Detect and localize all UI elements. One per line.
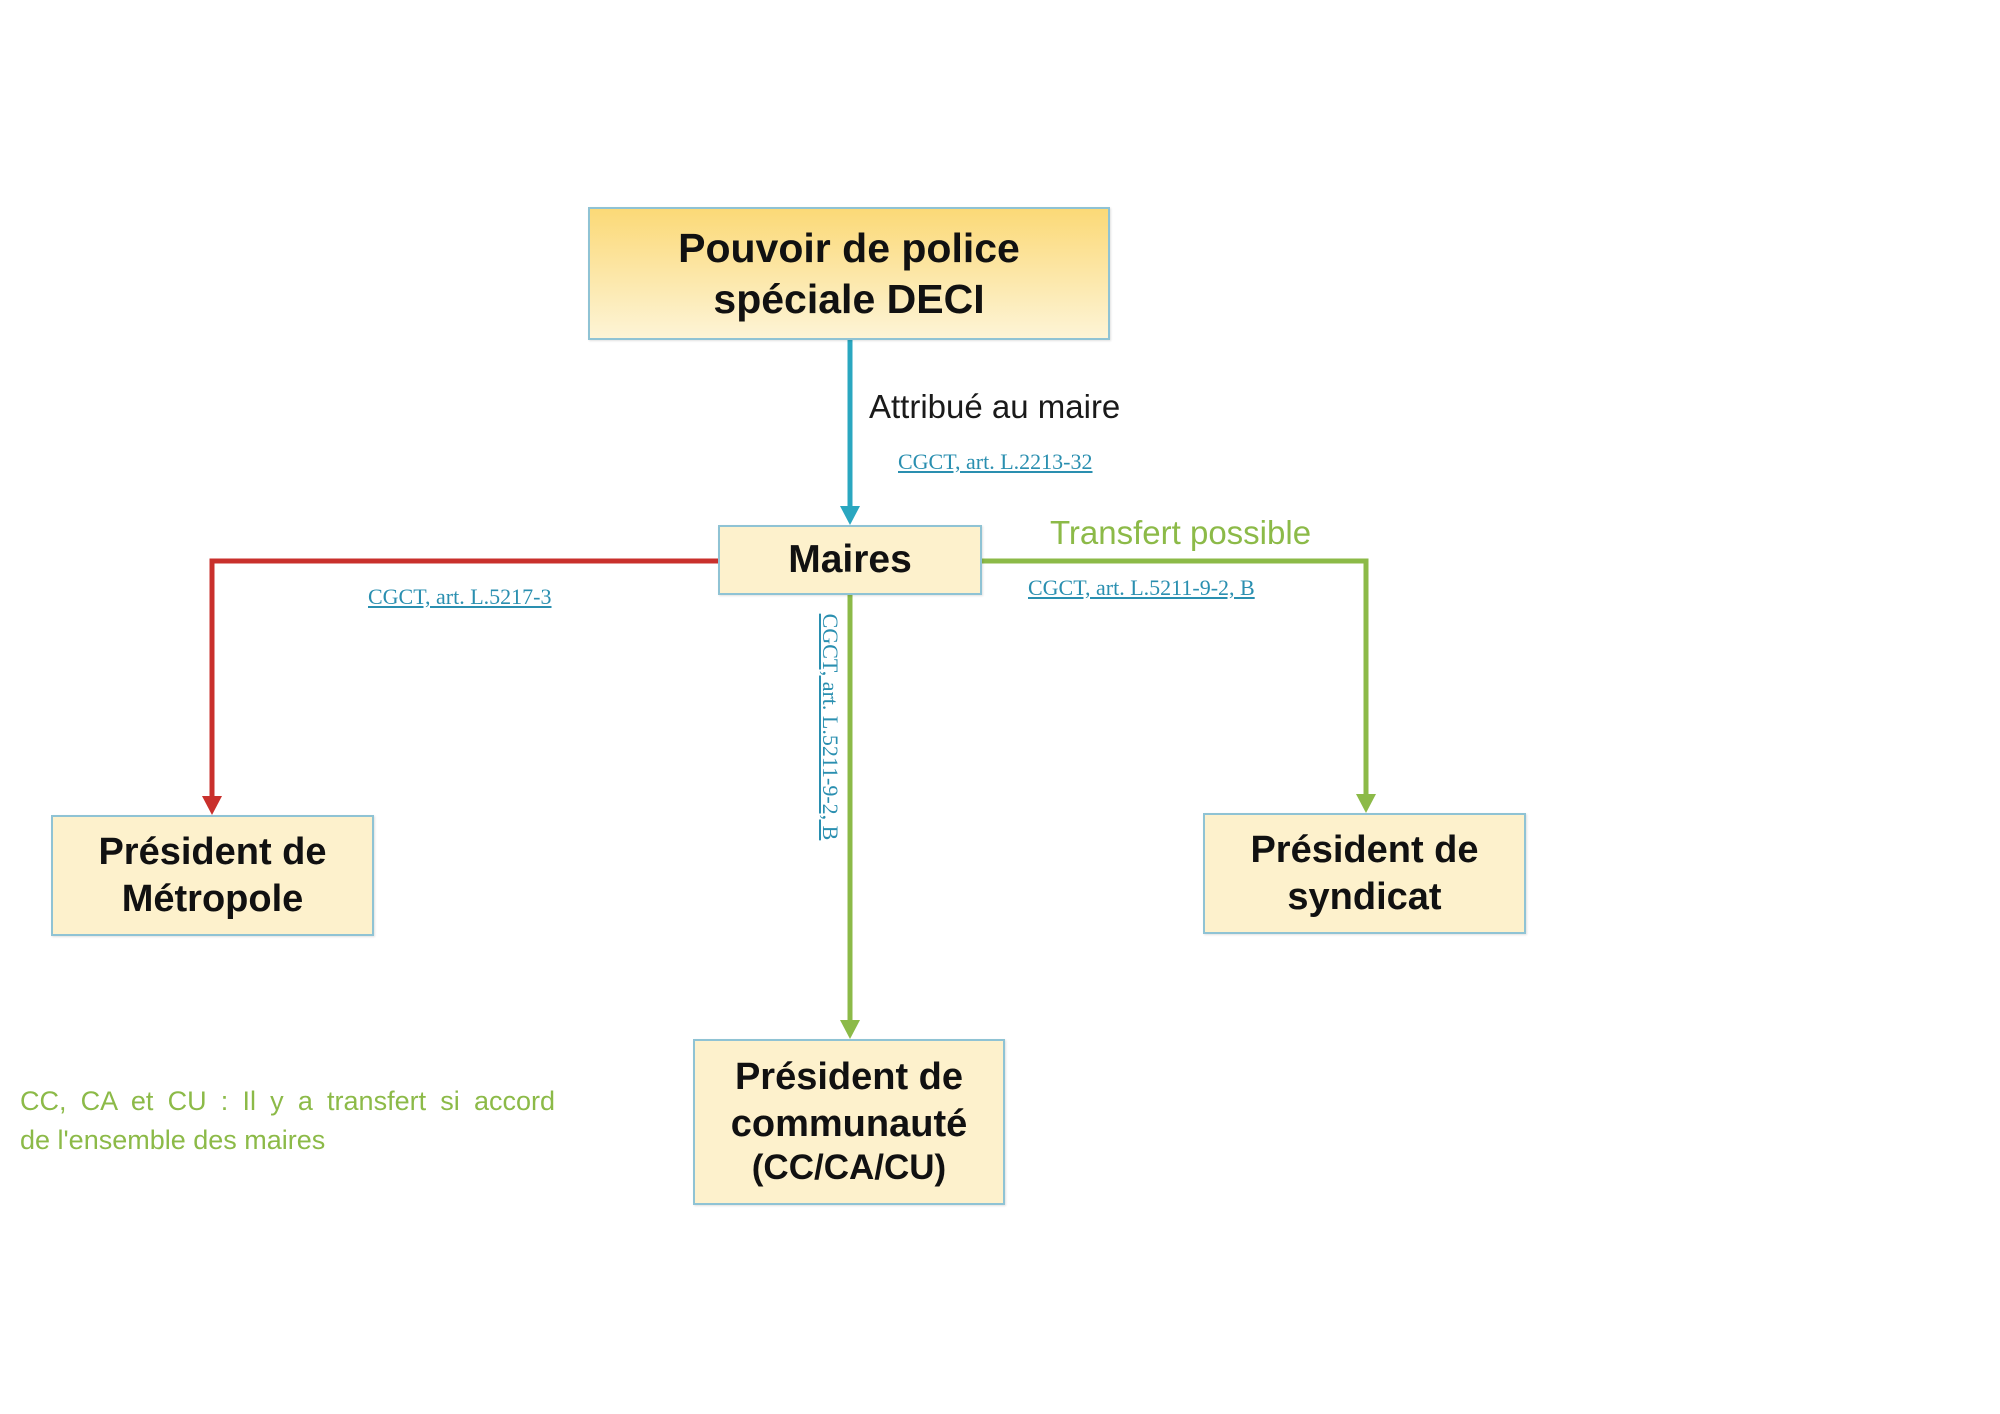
node-metropole-line-2: Métropole: [121, 877, 304, 920]
node-maires-label: Maires: [788, 538, 912, 582]
arrowhead-maires: [840, 506, 860, 525]
arrowhead-metropole: [202, 796, 222, 815]
node-syndicat-line-1: Président de: [1250, 829, 1479, 872]
arrowhead-communaute: [840, 1020, 860, 1039]
node-president-communaute: Président de communauté (CC/CA/CU): [693, 1039, 1005, 1205]
node-top-line-2: spéciale DECI: [713, 275, 985, 322]
node-communaute-line-1: Président de: [734, 1056, 964, 1099]
node-president-syndicat: Président de syndicat: [1203, 813, 1526, 934]
note-line-2: de l'ensemble des maires: [20, 1125, 326, 1156]
note-transfert-condition: CC, CA et CU : Il y a transfert si accor…: [20, 1082, 555, 1160]
node-metropole-line-1: Président de: [98, 831, 327, 874]
ref-link-l2213-32[interactable]: CGCT, art. L.2213-32: [898, 449, 1093, 474]
arrow-maires-to-syndicat: [982, 558, 1369, 796]
ref-link-l5211-9-2-communaute[interactable]: CGCT, art. L.5211-9-2, B: [818, 613, 843, 841]
edge-label-transfert-possible: Transfert possible: [1050, 514, 1312, 551]
ref-link-l5217-3[interactable]: CGCT, art. L.5217-3: [368, 584, 552, 609]
ref-link-l5211-9-2-syndicat[interactable]: CGCT, art. L.5211-9-2, B: [1028, 575, 1255, 600]
node-communaute-line-3: (CC/CA/CU): [751, 1148, 947, 1188]
note-line-1: CC, CA et CU : Il y a transfert si accor…: [20, 1086, 555, 1116]
arrowhead-syndicat: [1356, 794, 1376, 813]
node-pouvoir-police-deci: Pouvoir de police spéciale DECI: [588, 207, 1110, 340]
node-syndicat-line-2: syndicat: [1287, 875, 1442, 918]
edge-label-attribue: Attribué au maire: [869, 388, 1121, 425]
node-maires: Maires: [718, 525, 982, 595]
node-president-metropole: Président de Métropole: [51, 815, 374, 936]
arrow-maires-to-metropole: [209, 558, 718, 798]
node-communaute-line-2: communauté: [730, 1102, 968, 1145]
node-top-line-1: Pouvoir de police: [678, 225, 1020, 272]
